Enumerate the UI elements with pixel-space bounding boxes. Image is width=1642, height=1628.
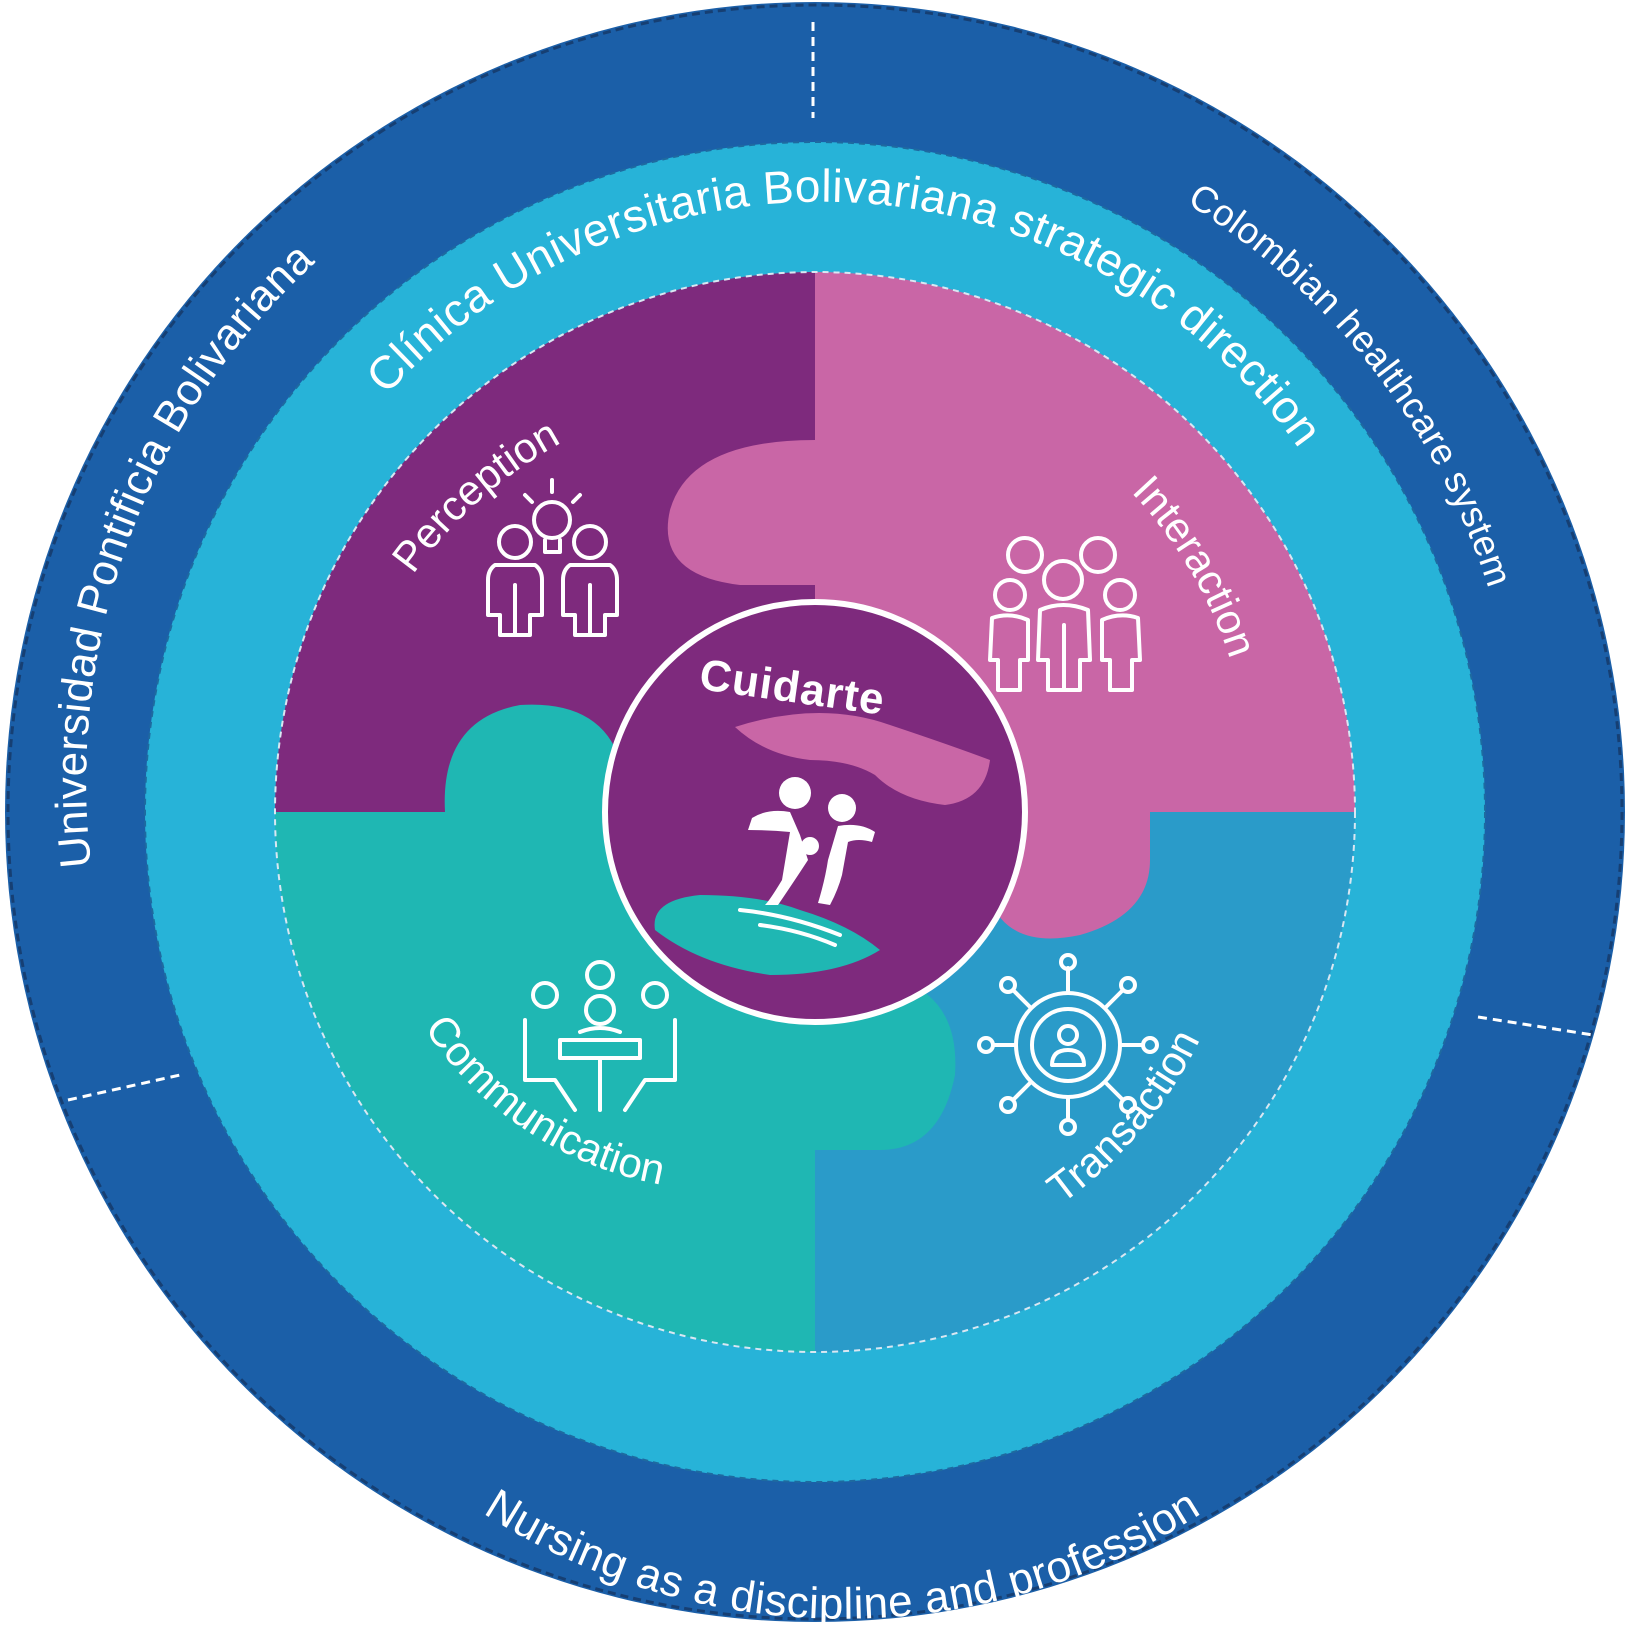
outer-divider-right xyxy=(1477,1015,1594,1037)
upper-hand-icon xyxy=(735,712,990,805)
knob-communication xyxy=(444,704,640,812)
people-lightbulb-icon xyxy=(486,478,619,637)
lower-hand-icon xyxy=(654,895,880,975)
outer-ring-border xyxy=(6,3,1624,1621)
meeting-table-icon xyxy=(523,960,677,1112)
network-person-icon xyxy=(977,953,1159,1136)
inner-circle-border xyxy=(274,271,1356,1353)
outer-divider-left xyxy=(67,1073,181,1102)
hands-caring-family-icon xyxy=(654,712,990,975)
knob-interaction xyxy=(667,440,815,585)
knob-interaction-bottom xyxy=(990,812,1150,939)
group-people-icon xyxy=(988,536,1142,692)
knob-communication-right xyxy=(815,980,956,1150)
middle-ring-border xyxy=(144,141,1486,1483)
